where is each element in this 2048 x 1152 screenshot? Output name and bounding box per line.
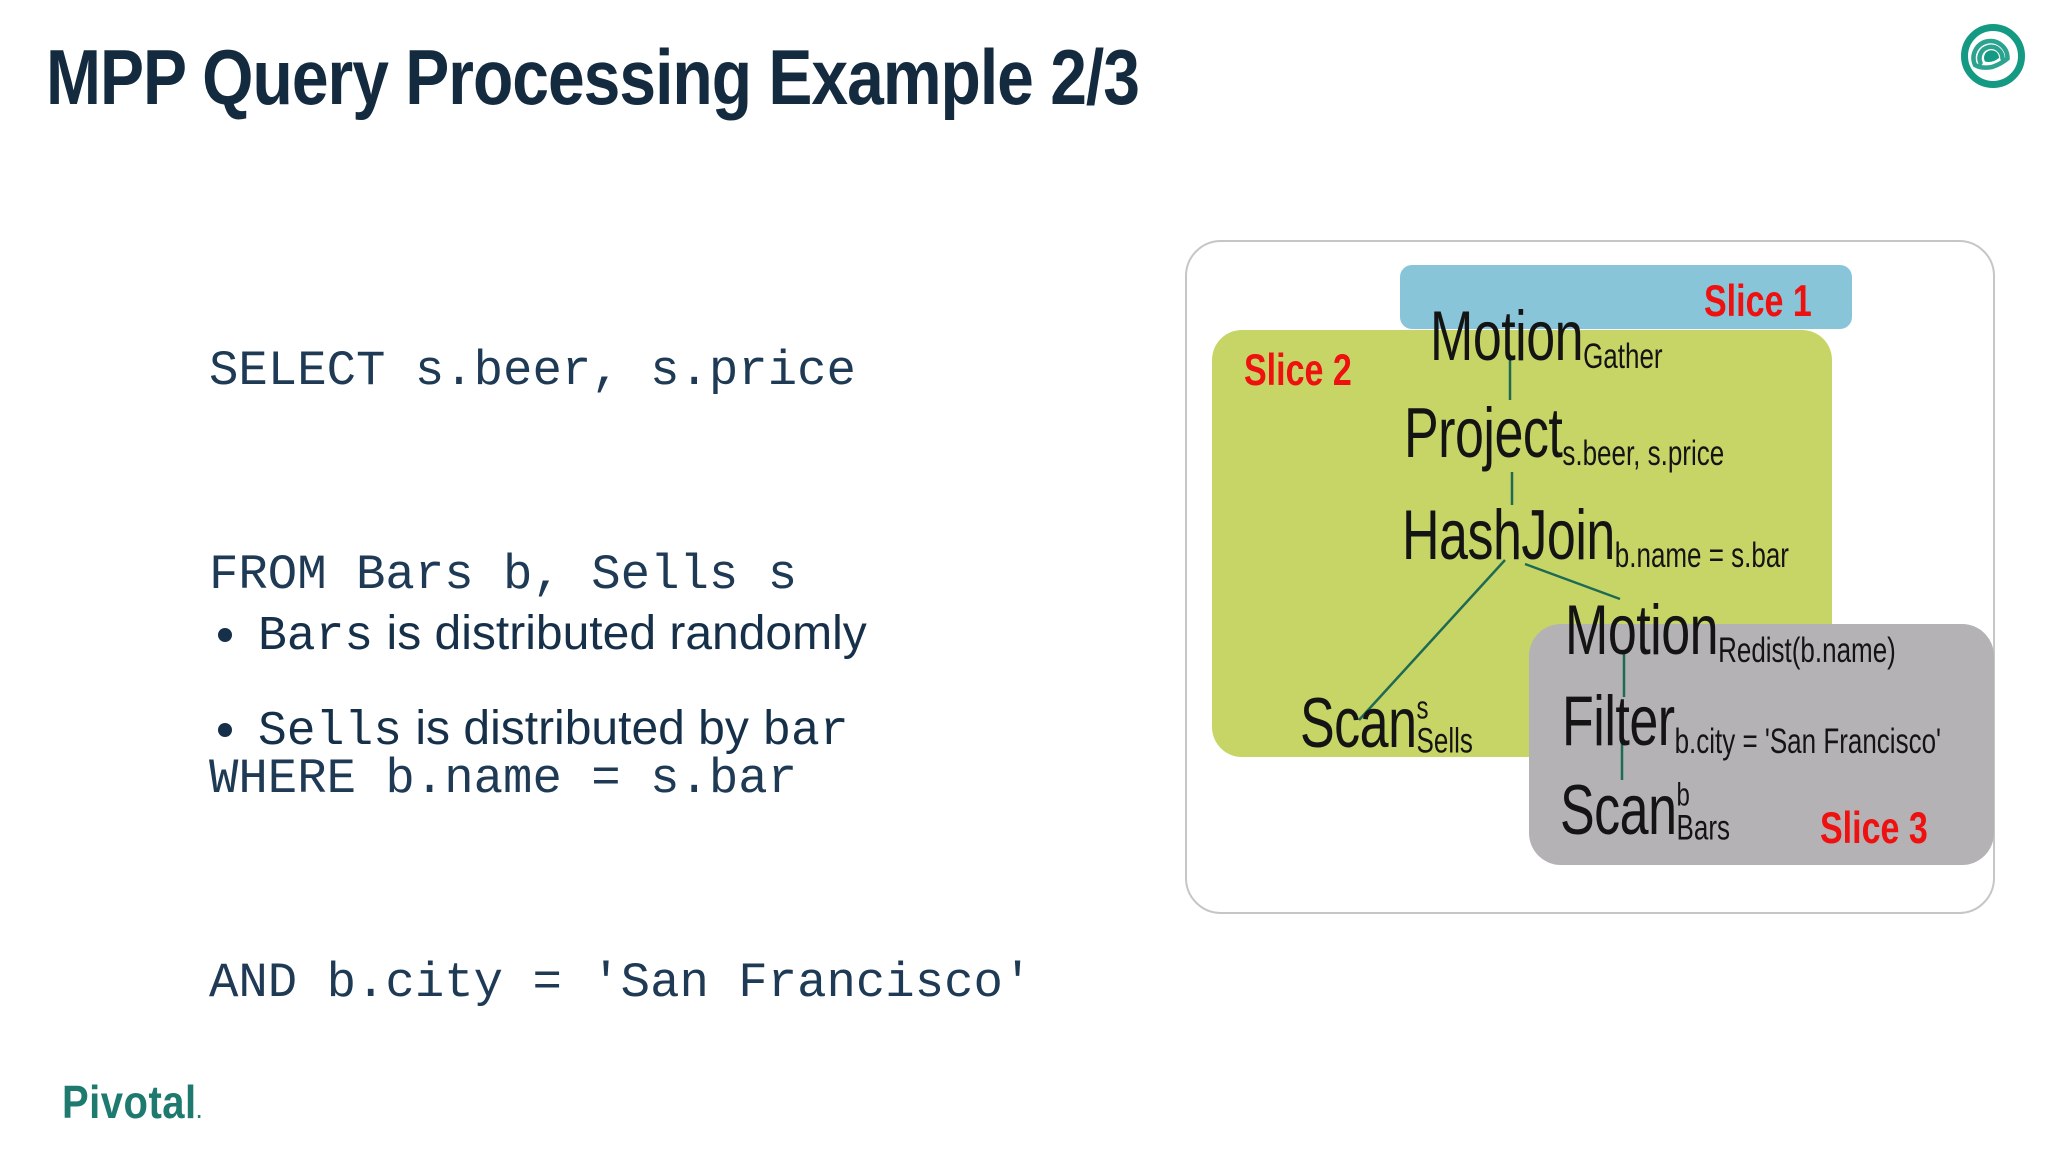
node-subscript: Redist(b.name) xyxy=(1718,629,1896,671)
plan-node-hashjoin: HashJoinb.name = s.bar xyxy=(1402,501,1789,573)
bullet-code-sells: Sells xyxy=(258,705,403,759)
slice1-box xyxy=(1400,265,1852,329)
slice1-label: Slice 1 xyxy=(1704,276,1812,327)
page-title: MPP Query Processing Example 2/3 xyxy=(46,33,1140,121)
bullet-item-bars: Bars is distributed randomly xyxy=(258,607,867,664)
node-subscript: Sells xyxy=(1416,720,1473,761)
bullet-text-bars: is distributed randomly xyxy=(373,607,867,660)
pivotal-text: Pivotal xyxy=(62,1077,197,1129)
node-label: HashJoin xyxy=(1402,496,1615,576)
pivotal-trademark-dot: . xyxy=(196,1099,203,1123)
node-label: Scan xyxy=(1300,684,1417,764)
bullet-text-sells: is distributed by xyxy=(402,702,763,755)
slice3-label: Slice 3 xyxy=(1820,803,1928,854)
node-label: Motion xyxy=(1565,591,1719,671)
sql-line: WHERE b.name = s.bar xyxy=(209,751,798,807)
sql-code-block: SELECT s.beer, s.price FROM Bars b, Sell… xyxy=(209,201,1032,1152)
bullet-dot xyxy=(218,628,232,642)
node-subscript: Gather xyxy=(1583,335,1663,377)
node-subscript: b.name = s.bar xyxy=(1614,534,1789,576)
slice3-box xyxy=(1529,624,1994,865)
sql-line: SELECT s.beer, s.price xyxy=(209,343,856,399)
pivotal-wordmark: Pivotal. xyxy=(62,1080,202,1126)
node-label: Motion xyxy=(1430,297,1584,377)
sql-line: FROM Bars b, Sells s xyxy=(209,547,798,603)
query-plan-diagram: Slice 1 Slice 2 Slice 3 MotionGather Pro… xyxy=(1185,240,1995,914)
sql-line: AND b.city = 'San Francisco' xyxy=(209,955,1033,1011)
node-subscript: s.beer, s.price xyxy=(1562,432,1725,474)
plan-node-project: Projects.beer, s.price xyxy=(1404,399,1724,471)
plan-node-motion-gather: MotionGather xyxy=(1430,302,1663,374)
node-label: Filter xyxy=(1562,682,1675,762)
plan-node-motion-redist: MotionRedist(b.name) xyxy=(1565,596,1896,668)
node-label: Scan xyxy=(1560,771,1677,851)
bullet-code-bar: bar xyxy=(762,705,849,759)
node-superscript: b xyxy=(1676,777,1690,814)
bullet-code-bars: Bars xyxy=(258,610,374,664)
greenplum-logo-icon xyxy=(1955,18,2031,94)
node-superscript: s xyxy=(1416,690,1429,727)
bullet-dot xyxy=(218,723,232,737)
node-subscript: Bars xyxy=(1676,807,1730,848)
plan-node-filter: Filterb.city = 'San Francisco' xyxy=(1562,687,1941,759)
node-subscript: b.city = 'San Francisco' xyxy=(1674,720,1941,762)
node-label: Project xyxy=(1404,394,1563,474)
bullet-item-sells: Sells is distributed by bar xyxy=(258,702,849,759)
slice2-label: Slice 2 xyxy=(1244,345,1352,396)
